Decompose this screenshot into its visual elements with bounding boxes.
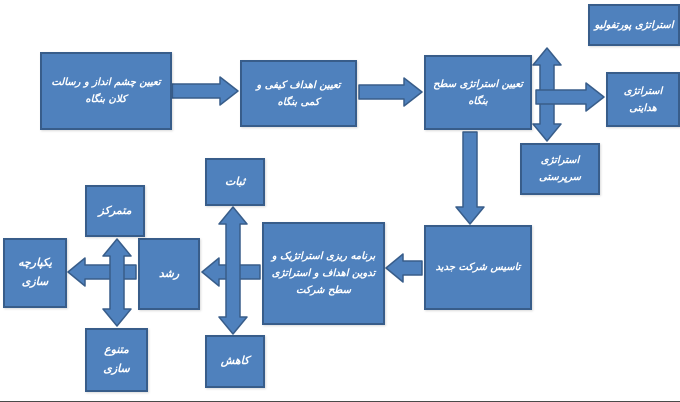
concentration-box: متمرکز [85, 185, 145, 237]
arrow-vision-to-goals [171, 76, 239, 106]
arrow-corporate-strategies-vertical [532, 47, 562, 142]
corporate-strategy-box-label: تعیین استراتژی سطح بنگاه [433, 78, 523, 107]
diversification-box: متنوع سازی [85, 328, 148, 392]
growth-box: رشد [138, 238, 200, 310]
arrow-planning-to-growth [201, 257, 261, 287]
portfolio-strategy-box: استراتژی پورتفولیو [588, 4, 680, 46]
integration-box-label: یکپارچه سازی [18, 256, 52, 288]
directional-strategy-box: استراتژی هدایتی [606, 72, 680, 127]
arrow-newcompany-to-planning [385, 253, 423, 283]
new-company-box: تاسیس شرکت جدید [424, 225, 532, 310]
corporate-strategy-box: تعیین استراتژی سطح بنگاه [424, 55, 532, 130]
arrow-stability-retrenchment-vertical [218, 206, 248, 335]
vision-box: تعیین چشم انداز و رسالت کلان بنگاه [40, 52, 172, 130]
goals-box: تعیین اهداف کیفی و کمی بنگاه [240, 60, 357, 127]
directional-strategy-box-label: استراتژی هدایتی [623, 85, 663, 114]
parenting-strategy-box-label: استراتژی سرپرستی [539, 155, 581, 183]
retrenchment-box-label: کاهش [220, 354, 250, 368]
growth-box-label: رشد [158, 266, 180, 280]
goals-box-label: تعیین اهداف کیفی و کمی بنگاه [256, 79, 341, 108]
arrow-corporate-to-directional [535, 82, 605, 112]
stability-box: ثبات [205, 158, 265, 206]
arrow-concentration-diversification-vertical [102, 238, 132, 327]
vision-box-label: تعیین چشم انداز و رسالت کلان بنگاه [51, 77, 161, 105]
planning-box-label: برنامه ریزی استراتژیک و تدوین اهداف و اس… [271, 251, 376, 296]
arrow-corporate-to-newcompany [455, 131, 485, 225]
concentration-box-label: متمرکز [98, 203, 132, 217]
arrow-growth-to-integration [67, 257, 137, 287]
integration-box: یکپارچه سازی [3, 238, 67, 308]
diversification-box-label: متنوع سازی [103, 343, 130, 375]
new-company-box-label: تاسیس شرکت جدید [435, 262, 521, 273]
planning-box: برنامه ریزی استراتژیک و تدوین اهداف و اس… [262, 222, 385, 325]
stability-box-label: ثبات [224, 174, 246, 188]
parenting-strategy-box: استراتژی سرپرستی [520, 143, 600, 195]
portfolio-strategy-box-label: استراتژی پورتفولیو [594, 19, 674, 31]
arrow-goals-to-corporate [358, 77, 423, 107]
retrenchment-box: کاهش [205, 335, 265, 388]
